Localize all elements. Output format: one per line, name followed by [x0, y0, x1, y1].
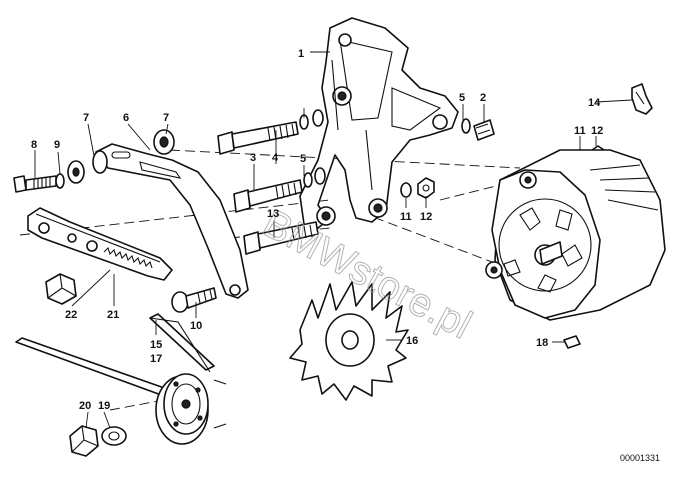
- bolt-8-assembly: [13, 129, 175, 193]
- callout-21: 21: [107, 309, 119, 321]
- callout-6: 6: [123, 112, 129, 124]
- cooling-fan: [289, 281, 409, 401]
- callout-14: 14: [588, 97, 601, 109]
- callout-labels: 1 2 3 4 5 5 6 7 7 8 9 10 11 11 12 12 13 …: [31, 48, 603, 412]
- mounting-bracket: [299, 17, 459, 229]
- callout-11-upper: 11: [574, 125, 586, 137]
- callout-7-left: 7: [83, 112, 89, 124]
- callout-8: 8: [31, 139, 37, 151]
- callout-1: 1: [298, 48, 304, 60]
- diagram-id: 00001331: [620, 453, 660, 463]
- woodruff-key: [563, 335, 581, 349]
- callout-10: 10: [190, 320, 202, 332]
- callout-7-right: 7: [163, 112, 169, 124]
- callout-4: 4: [272, 152, 279, 164]
- long-bolts: [217, 109, 326, 255]
- callout-13: 13: [267, 208, 279, 220]
- tension-bar: [95, 143, 249, 299]
- callout-18: 18: [536, 337, 548, 349]
- callout-16: 16: [406, 335, 418, 347]
- callout-2: 2: [480, 92, 486, 104]
- leader-lines: [34, 51, 633, 429]
- callout-12-lower: 12: [420, 211, 432, 223]
- pulley: [155, 373, 227, 445]
- callout-11-lower: 11: [400, 211, 412, 223]
- callout-15: 15: [150, 339, 162, 351]
- pulley-nut-and-washer: [69, 425, 127, 457]
- callout-9: 9: [54, 139, 60, 151]
- callout-5-left: 5: [300, 153, 306, 165]
- adjusting-rack: [27, 207, 173, 281]
- rack-hex-nut: [45, 273, 77, 305]
- wire-clip: [631, 83, 653, 115]
- callout-5-right: 5: [459, 92, 465, 104]
- bolt-2-assembly: [461, 118, 495, 141]
- callout-22: 22: [65, 309, 77, 321]
- callout-17: 17: [150, 353, 162, 365]
- callout-19: 19: [98, 400, 110, 412]
- bolt-10: [171, 287, 217, 313]
- alternator: [485, 149, 666, 321]
- callout-20: 20: [79, 400, 91, 412]
- callout-12-upper: 12: [591, 125, 603, 137]
- callout-3: 3: [250, 152, 256, 164]
